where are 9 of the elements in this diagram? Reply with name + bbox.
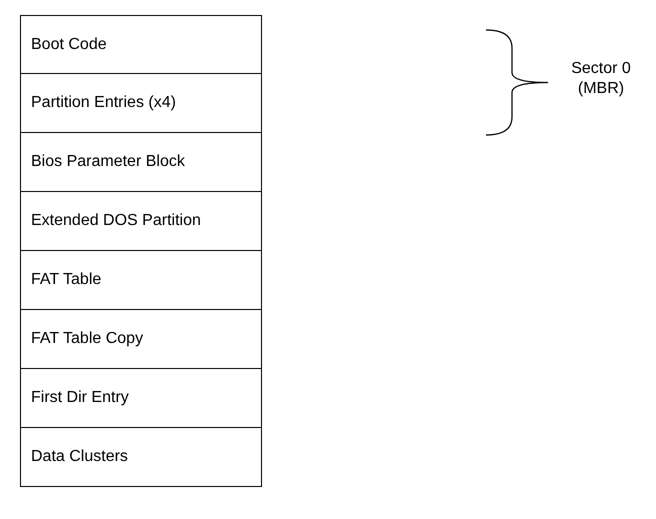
memory-block: Partition Entries (x4) — [20, 73, 262, 133]
memory-block: FAT Table Copy — [20, 309, 262, 369]
memory-block: Bios Parameter Block — [20, 132, 262, 192]
memory-block: Data Clusters — [20, 427, 262, 487]
memory-block: Extended DOS Partition — [20, 191, 262, 251]
bracket-label: Sector 0 (MBR) — [570, 58, 632, 98]
memory-block: FAT Table — [20, 250, 262, 310]
memory-block: First Dir Entry — [20, 368, 262, 428]
memory-block: Boot Code — [20, 15, 262, 74]
